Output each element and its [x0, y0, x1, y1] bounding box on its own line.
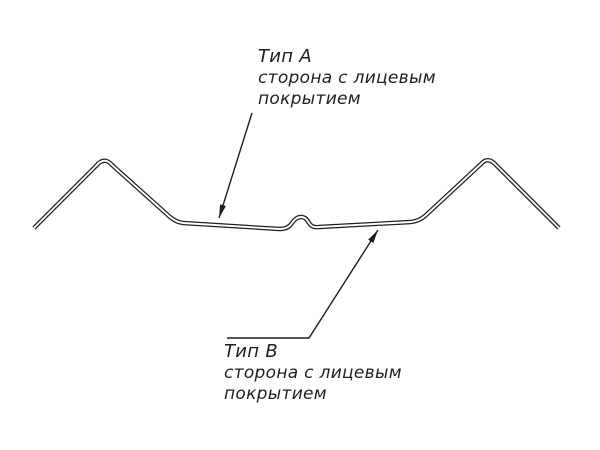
- label-type-a-title: Тип А: [258, 46, 312, 67]
- label-type-a-line2: покрытием: [258, 89, 361, 109]
- label-type-a: Тип А сторона с лицевым покрытием: [258, 46, 436, 110]
- label-type-b: Тип В сторона с лицевым покрытием: [224, 341, 402, 405]
- sheet-profile-thickness-gap: [33, 159, 560, 230]
- leader-line-type-a: [218, 112, 253, 219]
- label-type-b-line1: сторона с лицевым: [224, 363, 402, 383]
- leader-line-type-b: [227, 229, 379, 339]
- label-type-a-line1: сторона с лицевым: [258, 68, 436, 88]
- label-type-b-title: Тип В: [224, 341, 279, 362]
- label-type-b-line2: покрытием: [224, 384, 327, 404]
